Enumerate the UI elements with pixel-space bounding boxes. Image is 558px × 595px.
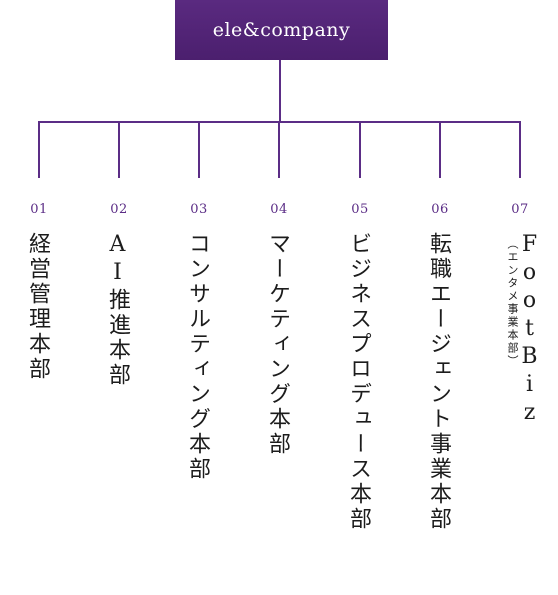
dept-number-04: 04 xyxy=(270,202,288,217)
dept-name-04: マーケティング本部 xyxy=(265,232,290,457)
dept-name-07-main: FootBiz xyxy=(517,232,542,428)
branch-line xyxy=(359,121,361,178)
branch-line xyxy=(278,121,280,178)
root-node: ele&company xyxy=(175,0,388,60)
branch-line xyxy=(519,121,521,178)
dept-number-05: 05 xyxy=(351,202,369,217)
branch-line xyxy=(118,121,120,178)
dept-number-06: 06 xyxy=(431,202,449,217)
dept-number-01: 01 xyxy=(30,202,48,217)
branch-line xyxy=(439,121,441,178)
dept-number-07: 07 xyxy=(511,202,529,217)
branch-line xyxy=(38,121,40,178)
dept-name-03: コンサルティング本部 xyxy=(185,232,210,482)
dept-number-02: 02 xyxy=(110,202,128,217)
dept-name-02: AI推進本部 xyxy=(105,232,130,388)
root-connector-line xyxy=(279,60,281,122)
dept-name-01: 経営管理本部 xyxy=(25,232,50,382)
dept-name-07-sub: （エンタメ事業本部） xyxy=(506,238,519,368)
branch-line xyxy=(198,121,200,178)
dept-name-06: 転職エージェント事業本部 xyxy=(426,232,451,532)
dept-name-07: FootBiz （エンタメ事業本部） xyxy=(506,232,542,428)
dept-name-05: ビジネスプロデュース本部 xyxy=(346,232,371,532)
root-label: ele&company xyxy=(212,19,351,41)
dept-number-03: 03 xyxy=(190,202,208,217)
